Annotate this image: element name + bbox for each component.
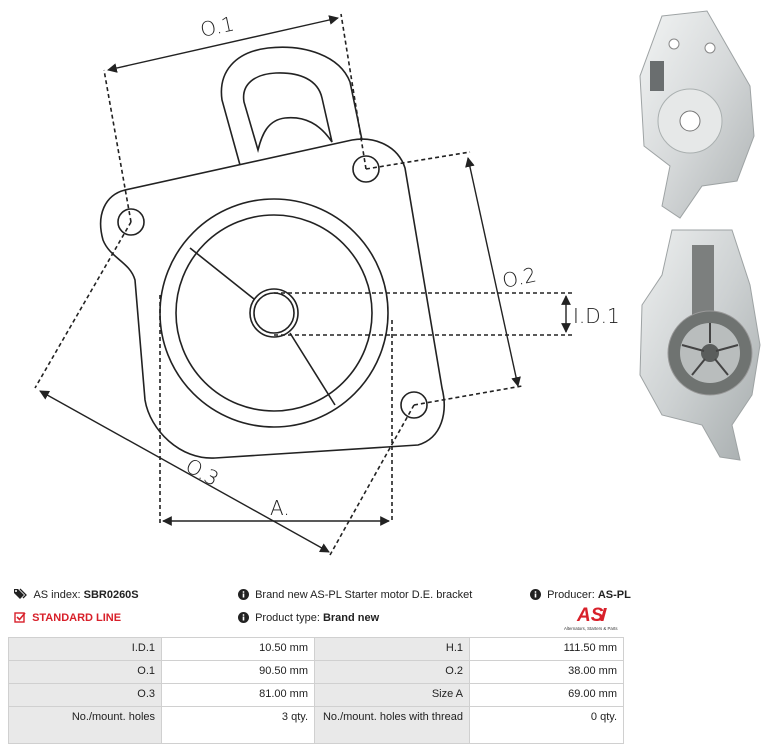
outer-bore — [159, 198, 389, 428]
producer: Producer: AS-PL — [530, 588, 631, 602]
param-label: O.1 — [8, 660, 162, 684]
param-value: 10.50 mm — [161, 637, 315, 661]
param-label: No./mount. holes with thread — [314, 706, 470, 744]
label-o3: O.3 — [182, 453, 223, 490]
param-value: 69.00 mm — [469, 683, 624, 707]
label-o1: O.1 — [198, 11, 236, 42]
standard-line-badge: STANDARD LINE — [14, 611, 121, 625]
top-lug — [220, 46, 363, 166]
info-circle-icon — [238, 612, 249, 623]
bushing-inner — [253, 292, 295, 334]
top-lug-inner — [242, 72, 333, 154]
param-value: 81.00 mm — [161, 683, 315, 707]
inner-bore — [175, 214, 373, 412]
param-value: 111.50 mm — [469, 637, 624, 661]
param-value: 3 qty. — [161, 706, 315, 744]
param-value: 90.50 mm — [161, 660, 315, 684]
product-photo-front — [639, 10, 755, 219]
product-photo-rear — [639, 229, 761, 461]
sector-line — [189, 247, 336, 406]
description: Brand new AS-PL Starter motor D.E. brack… — [238, 588, 472, 602]
label-o2: O.2 — [500, 262, 538, 293]
param-label: O.3 — [8, 683, 162, 707]
product-type-value: Brand new — [322, 612, 380, 624]
mount-hole-left — [117, 208, 145, 236]
producer-label: Producer: — [547, 589, 595, 601]
param-value: 0 qty. — [469, 706, 624, 744]
as-index-label: AS index: — [33, 589, 81, 601]
as-index: AS index: SBR0260S — [14, 588, 139, 602]
label-id1: I.D.1 — [573, 304, 620, 328]
param-value: 38.00 mm — [469, 660, 624, 684]
param-label: I.D.1 — [8, 637, 162, 661]
product-type-label: Product type: — [255, 612, 320, 624]
tags-icon — [14, 588, 27, 599]
svg-text:AS: AS — [576, 605, 604, 626]
svg-text:Alternators, Starters & Parts: Alternators, Starters & Parts — [564, 626, 618, 631]
technical-drawing: O.1 O.2 O.3 I.D.1 A. — [34, 11, 620, 556]
standard-line-label: STANDARD LINE — [32, 612, 122, 624]
dim-o1 — [107, 15, 339, 73]
check-square-icon — [14, 612, 26, 623]
param-label: Size A — [314, 683, 470, 707]
info-circle-icon — [238, 589, 249, 600]
label-a: A. — [270, 496, 290, 520]
as-pl-logo: AS Alternators, Starters & Parts — [564, 605, 618, 631]
description-text: Brand new AS-PL Starter motor D.E. brack… — [255, 589, 473, 601]
param-label: O.2 — [314, 660, 470, 684]
param-label: H.1 — [314, 637, 470, 661]
mount-hole-bottom — [400, 391, 428, 419]
param-label: No./mount. holes — [8, 706, 162, 744]
mount-hole-top — [352, 155, 380, 183]
product-type: Product type: Brand new — [238, 611, 379, 625]
dim-o2 — [465, 157, 521, 387]
info-circle-icon — [530, 589, 541, 600]
as-index-value: SBR0260S — [83, 589, 139, 601]
bushing-outer — [249, 288, 299, 338]
producer-value: AS-PL — [597, 589, 631, 601]
